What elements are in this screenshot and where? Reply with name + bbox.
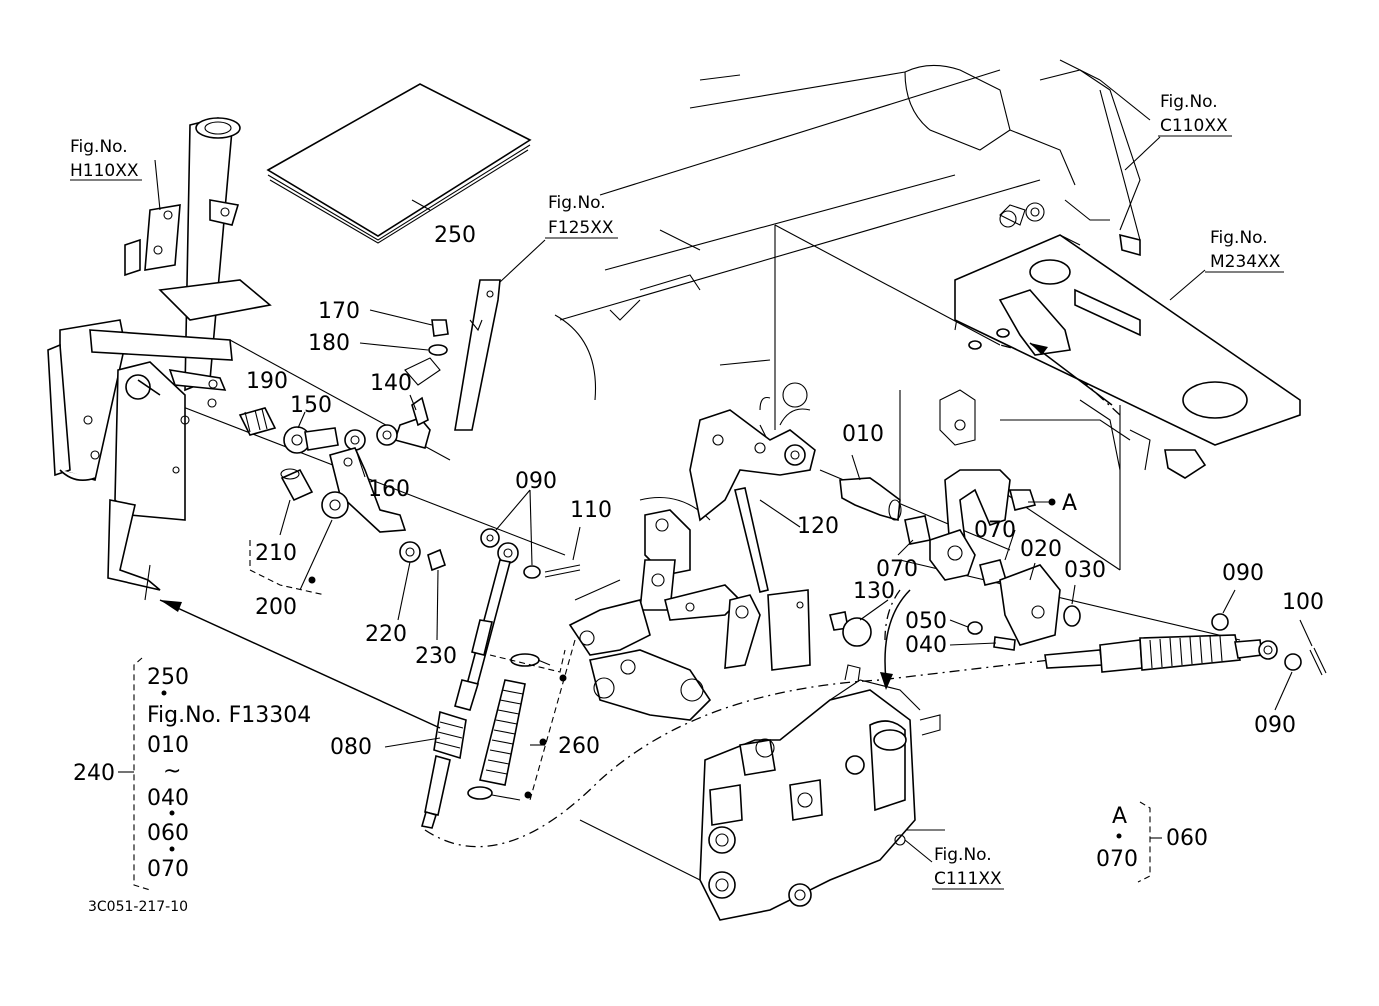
fig-ref-h110-line1: Fig.No. — [70, 137, 128, 157]
label-leaders — [154, 136, 1313, 863]
part-label-210: 210 — [255, 541, 297, 566]
subassy-number: 060 — [1166, 826, 1208, 851]
drawing-code: 3C051-217-10 — [88, 899, 188, 915]
part-label-090-left: 090 — [515, 469, 557, 494]
fig-ref-c111-line1: Fig.No. — [934, 845, 992, 865]
part-label-020: 020 — [1020, 537, 1062, 562]
fig-ref-m234-line2: M234XX — [1210, 252, 1281, 272]
part-label-130: 130 — [853, 579, 895, 604]
part-label-140: 140 — [370, 371, 412, 396]
fig-ref-f125-line1: Fig.No. — [548, 193, 606, 213]
curved-arrow — [880, 589, 911, 690]
kit-item-5: 060 — [147, 821, 189, 846]
control-shaft — [454, 279, 501, 431]
part-label-080: 080 — [330, 735, 372, 760]
part-label-170: 170 — [318, 299, 360, 324]
part-label-090-right-bottom: 090 — [1254, 713, 1296, 738]
right-cable — [1044, 613, 1327, 676]
part-label-250: 250 — [434, 223, 476, 248]
fig-ref-m234: Fig.No. M234XX — [1205, 228, 1284, 273]
kit-list: 240 250 Fig.No. F13304 010 ~ 040 060 070 — [73, 657, 311, 891]
assembly-arrow — [159, 599, 441, 729]
control-cable — [420, 559, 551, 829]
part-label-230: 230 — [415, 644, 457, 669]
part-label-A: A — [1062, 491, 1077, 516]
part-label-180: 180 — [308, 331, 350, 356]
side-links — [568, 509, 761, 721]
subassy-bottom: 070 — [1096, 847, 1138, 872]
fig-ref-c110: Fig.No. C110XX — [1158, 92, 1232, 137]
part-labels: 250 170 180 190 150 140 160 210 200 220 … — [246, 223, 1324, 760]
part-label-160: 160 — [368, 477, 410, 502]
control-valve — [699, 664, 941, 921]
fig-ref-m234-line1: Fig.No. — [1210, 228, 1268, 248]
fig-ref-c110-line2: C110XX — [1160, 116, 1228, 136]
subassembly-060: A 070 060 — [1096, 801, 1208, 883]
group-brackets — [249, 540, 576, 801]
part-label-150: 150 — [290, 393, 332, 418]
part-label-030: 030 — [1064, 558, 1106, 583]
part-label-010: 010 — [842, 422, 884, 447]
part-label-070-lower: 070 — [876, 557, 918, 582]
fig-ref-c110-line1: Fig.No. — [1160, 92, 1218, 112]
kit-item-2: 010 — [147, 733, 189, 758]
fig-ref-c111-line2: C111XX — [934, 869, 1002, 889]
fig-ref-c111: Fig.No. C111XX — [932, 845, 1004, 890]
part-label-190: 190 — [246, 369, 288, 394]
part-label-070-upper: 070 — [974, 518, 1016, 543]
part-label-040: 040 — [905, 633, 947, 658]
part-label-090-right-top: 090 — [1222, 561, 1264, 586]
fig-ref-h110: Fig.No. H110XX — [70, 137, 142, 181]
manual-book — [266, 83, 532, 244]
part-label-120: 120 — [797, 514, 839, 539]
part-label-260: 260 — [558, 734, 600, 759]
part-label-110: 110 — [570, 498, 612, 523]
fig-ref-f125: Fig.No. F125XX — [545, 193, 618, 239]
kit-item-4: 040 — [147, 786, 189, 811]
leader-dots — [308, 498, 1056, 799]
fig-ref-h110-line2: H110XX — [70, 161, 139, 181]
part-label-100: 100 — [1282, 590, 1324, 615]
kit-item-6: 070 — [147, 857, 189, 882]
fig-ref-f125-line2: F125XX — [548, 218, 614, 238]
kit-item-3: ~ — [163, 759, 181, 784]
kit-number: 240 — [73, 761, 115, 786]
part-label-050: 050 — [905, 609, 947, 634]
subassy-top: A — [1112, 804, 1127, 829]
kit-item-1: Fig.No. F13304 — [147, 703, 311, 728]
lever-bracket — [47, 117, 272, 601]
lever-plate — [689, 409, 1081, 671]
housing-outline — [554, 59, 1241, 881]
mount-bracket — [954, 79, 1301, 479]
linkage-parts — [238, 319, 581, 579]
kit-item-0: 250 — [147, 665, 189, 690]
part-label-200: 200 — [255, 595, 297, 620]
part-label-220: 220 — [365, 622, 407, 647]
